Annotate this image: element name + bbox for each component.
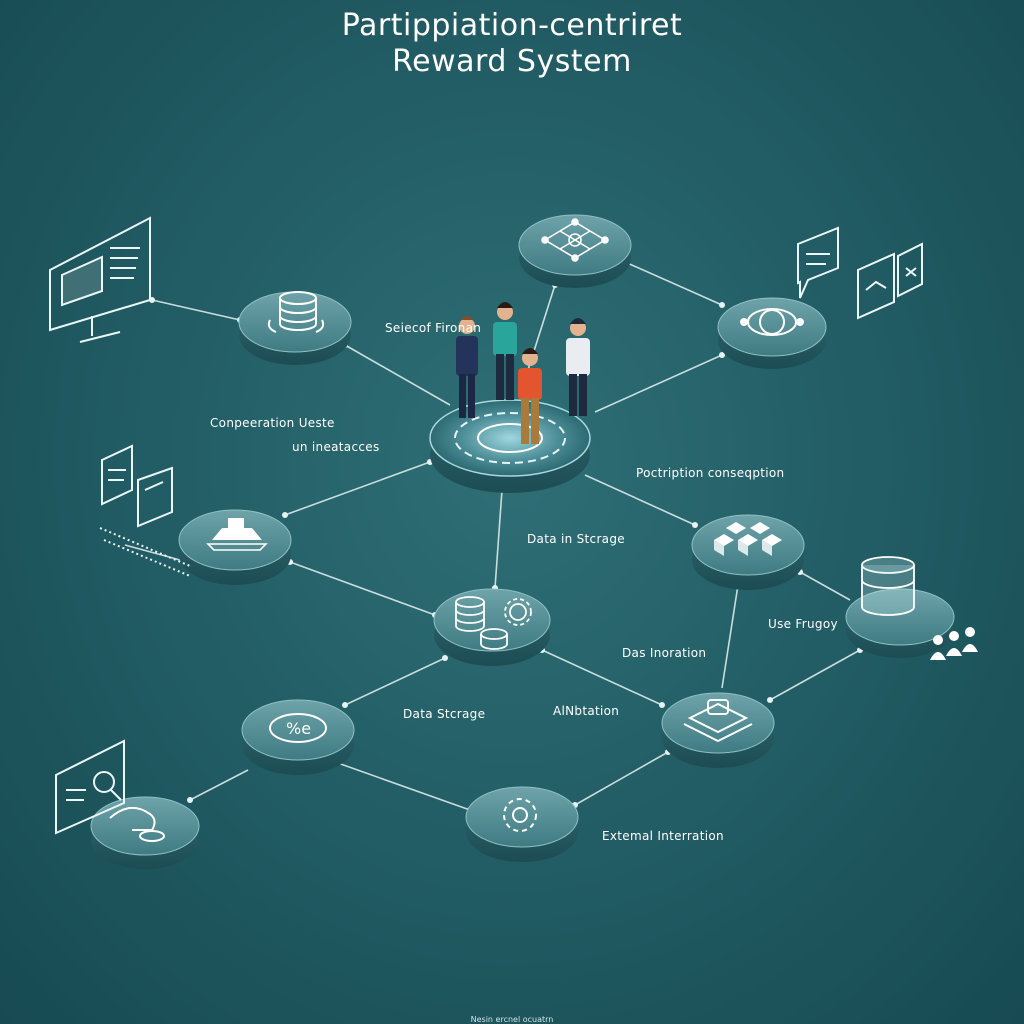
label-external: Extemal Interration — [602, 829, 724, 843]
node-chip[interactable] — [661, 692, 775, 768]
label-integration: Das Inoration — [622, 646, 707, 660]
node-percent[interactable]: %e — [241, 699, 355, 775]
database-icon — [267, 291, 325, 333]
node-gear[interactable] — [465, 786, 579, 862]
search-monitor-icon — [55, 739, 125, 835]
node-hand[interactable] — [90, 796, 200, 869]
label-selector: Seiecof Fironan — [385, 321, 482, 335]
document-icon — [99, 444, 191, 577]
node-network[interactable] — [518, 214, 632, 288]
label-compensation: Conpeeration Ueste — [210, 416, 335, 430]
target-ring-icon — [740, 308, 804, 336]
label-participation: Poctription conseqption — [636, 466, 785, 480]
glass-cylinder-icon — [861, 556, 915, 616]
people-group-icon — [930, 627, 978, 660]
node-ship[interactable] — [178, 509, 292, 585]
footer-caption: Nesin ercnel ocuatrn — [470, 1015, 554, 1024]
hand-icon — [109, 807, 165, 842]
label-storage-bottom: Data Stcrage — [403, 707, 486, 721]
label-storage-top: Data in Stcrage — [527, 532, 625, 546]
node-tokens[interactable] — [433, 588, 551, 666]
person-figure — [456, 316, 478, 418]
person-figure — [518, 348, 542, 444]
node-cubes[interactable] — [691, 514, 805, 590]
ship-icon — [206, 518, 268, 551]
monitor-icon — [49, 216, 151, 343]
chip-icon — [683, 699, 753, 743]
svg-text:%e: %e — [286, 719, 311, 738]
diagram-title-line-2: Reward System — [392, 44, 632, 79]
person-figure — [566, 318, 590, 416]
central-hub[interactable] — [429, 399, 591, 493]
diagram-title-line-1: Partippiation-centriret — [341, 8, 683, 43]
coins-gear-icon — [455, 596, 532, 650]
node-target-ring[interactable] — [717, 297, 827, 369]
team-figures — [456, 302, 590, 444]
gear-icon — [503, 798, 537, 832]
person-figure — [493, 302, 517, 400]
connector-lines — [124, 261, 861, 811]
cubes-icon — [714, 522, 782, 556]
label-interactions: un ineatacces — [292, 440, 380, 454]
label-annotation: AlNbtation — [553, 704, 620, 718]
network-icon — [541, 218, 609, 262]
label-use-frugoy: Use Frugoy — [768, 617, 838, 631]
node-database[interactable] — [238, 291, 352, 365]
percent-icon: %e — [269, 713, 327, 743]
image-panel-icon — [857, 242, 923, 320]
chat-bubble-icon — [797, 226, 839, 299]
node-cylinder[interactable] — [845, 556, 978, 660]
